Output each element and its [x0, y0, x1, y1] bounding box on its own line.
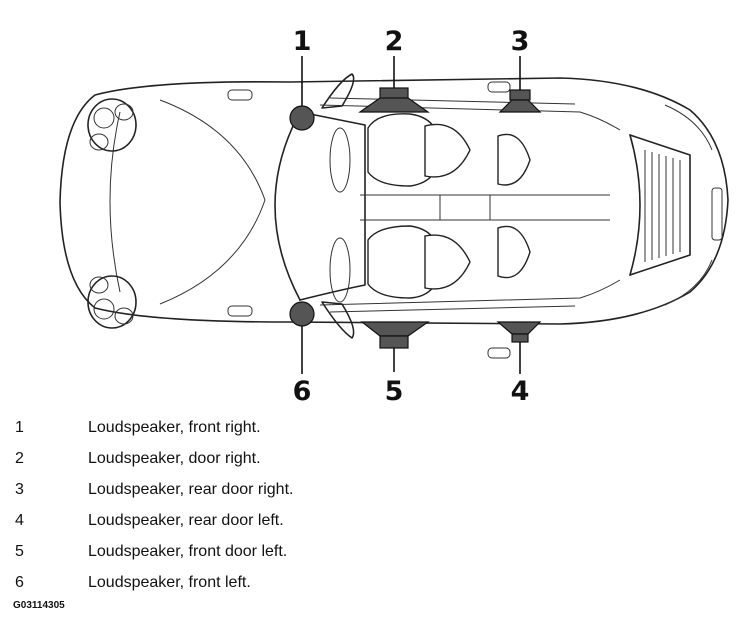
- legend-text: Loudspeaker, rear door right.: [88, 481, 294, 498]
- legend-row: 6 Loudspeaker, front left.: [15, 567, 735, 598]
- legend-text: Loudspeaker, front right.: [88, 419, 261, 436]
- legend-number: 2: [15, 450, 24, 467]
- speaker-5-front-door-left: [360, 321, 430, 372]
- legend-number: 6: [15, 574, 24, 591]
- callout-5: 5: [385, 376, 404, 407]
- legend-number: 3: [15, 481, 24, 498]
- legend-row: 2 Loudspeaker, door right.: [15, 443, 735, 474]
- seats: [367, 113, 531, 299]
- car-body: [59, 73, 729, 359]
- legend-text: Loudspeaker, rear door left.: [88, 512, 284, 529]
- legend-number: 1: [15, 419, 24, 436]
- speaker-6-front-left: [289, 301, 315, 374]
- car-top-view-diagram: 1 2 3 4 5 6: [59, 26, 729, 407]
- speaker-3-rear-door-right: [498, 56, 542, 113]
- speaker-4-rear-door-left: [496, 321, 542, 374]
- legend-row: 1 Loudspeaker, front right.: [15, 412, 735, 443]
- callout-3: 3: [511, 26, 530, 57]
- legend-row: 5 Loudspeaker, front door left.: [15, 536, 735, 567]
- legend-number: 4: [15, 512, 24, 529]
- callout-1: 1: [293, 26, 312, 57]
- callout-4: 4: [511, 376, 530, 407]
- figure-id: G03114305: [13, 600, 65, 611]
- legend-text: Loudspeaker, front door left.: [88, 543, 288, 560]
- callout-6: 6: [293, 376, 312, 407]
- legend-text: Loudspeaker, door right.: [88, 450, 261, 467]
- legend-text: Loudspeaker, front left.: [88, 574, 251, 591]
- legend-row: 3 Loudspeaker, rear door right.: [15, 474, 735, 505]
- callout-2: 2: [385, 26, 404, 57]
- speaker-1-front-right: [289, 56, 315, 131]
- legend-row: 4 Loudspeaker, rear door left.: [15, 505, 735, 536]
- legend-number: 5: [15, 543, 24, 560]
- legend: 1 Loudspeaker, front right. 2 Loudspeake…: [15, 412, 735, 598]
- speaker-2-door-right: [358, 56, 430, 113]
